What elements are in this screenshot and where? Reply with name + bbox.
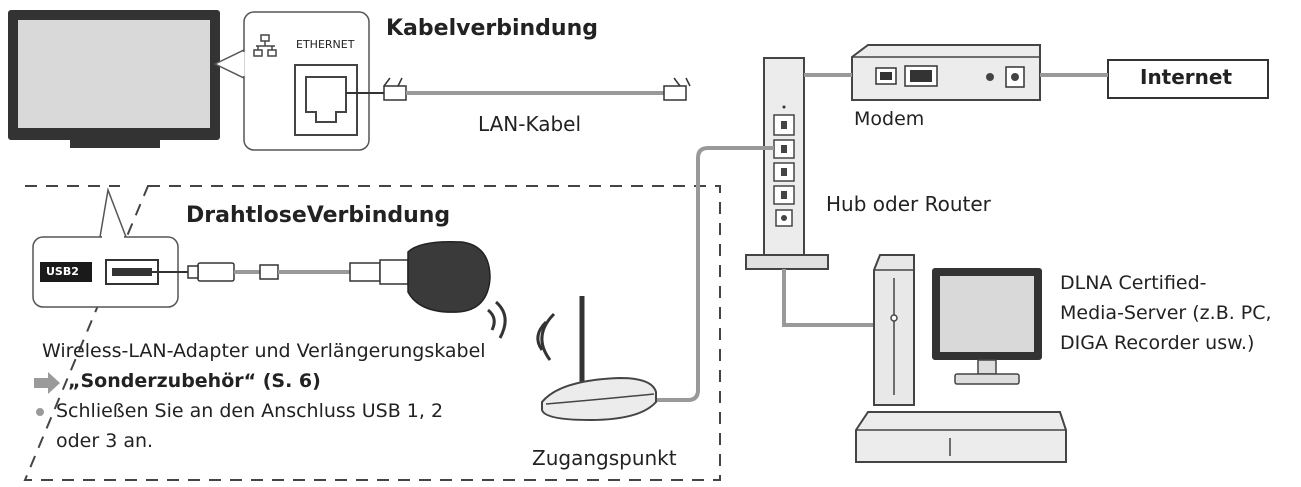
- diga-recorder: [855, 411, 1067, 463]
- arrow-right-icon: [34, 372, 60, 394]
- wireless-lan-adapter: [407, 240, 491, 313]
- dlna-line-1: DLNA Certified-: [1060, 272, 1207, 294]
- internet-box: [1107, 59, 1269, 99]
- pc-tower: [873, 254, 915, 406]
- dlna-line-2: Media-Server (z.B. PC,: [1060, 302, 1272, 324]
- ethernet-label: ETHERNET: [296, 38, 355, 51]
- anschluss-line-2: oder 3 an.: [56, 430, 154, 452]
- kabelverbindung-title: Kabelverbindung: [386, 16, 598, 41]
- wireless-signal-icon: [487, 300, 556, 361]
- pc-monitor: [932, 268, 1042, 385]
- internet-label: Internet: [1140, 65, 1233, 89]
- dlna-line-3: DIGA Recorder usw.): [1060, 332, 1255, 354]
- modem: [851, 44, 1041, 101]
- bullet-icon: [36, 408, 44, 416]
- usb2-label: USB2: [46, 265, 79, 278]
- access-point: [541, 296, 657, 422]
- modem-label: Modem: [854, 108, 925, 130]
- tv: [8, 10, 220, 148]
- lan-cable: [346, 77, 691, 101]
- sonderzubehoer-link: „Sonderzubehör“ (S. 6): [68, 370, 321, 392]
- ethernet-icon: [253, 34, 277, 57]
- usb-callout: [32, 187, 179, 308]
- zugangspunkt-label: Zugangspunkt: [532, 446, 677, 470]
- drahtlose-title: DrahtloseVerbindung: [186, 203, 451, 228]
- hub-router: [745, 57, 829, 270]
- wireless-region-box: [23, 185, 721, 481]
- lan-kabel-label: LAN-Kabel: [478, 112, 582, 136]
- network-cables: [640, 73, 1108, 402]
- wireless-adapter-text: Wireless-LAN-Adapter und Verlängerungska…: [42, 340, 486, 362]
- hub-router-label: Hub oder Router: [826, 192, 991, 216]
- anschluss-line-1: Schließen Sie an den Anschluss USB 1, 2: [56, 400, 444, 422]
- usb-cable: [152, 259, 409, 285]
- ethernet-callout: [213, 11, 370, 151]
